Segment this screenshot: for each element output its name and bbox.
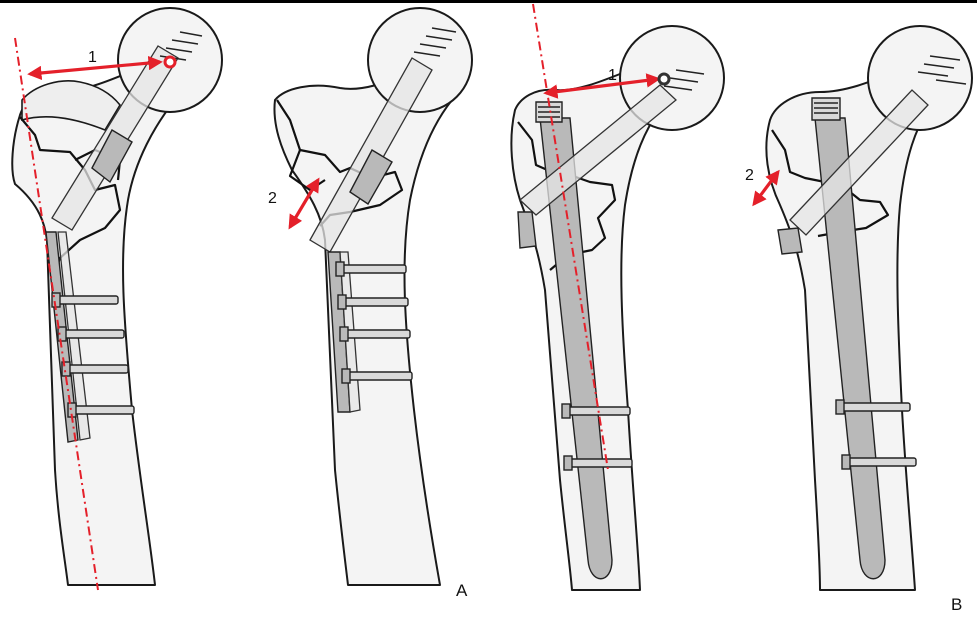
- femur-3: 1: [511, 4, 724, 590]
- femur-3-head-center-marker: [659, 74, 669, 84]
- panel-label-b: B: [951, 595, 962, 614]
- femur-1-head-center-marker: [165, 57, 175, 67]
- femur-3-label-1: 1: [608, 67, 617, 84]
- femur-1: 1: [12, 8, 222, 590]
- panel-label-a: A: [456, 581, 468, 600]
- femur-2: 2: [268, 8, 472, 585]
- femur-2-label-2: 2: [268, 190, 277, 207]
- femur-2-bone: [274, 8, 472, 585]
- femur-4: 2: [745, 26, 972, 590]
- femur-1-label-1: 1: [88, 49, 97, 66]
- femur-4-label-2: 2: [745, 167, 754, 184]
